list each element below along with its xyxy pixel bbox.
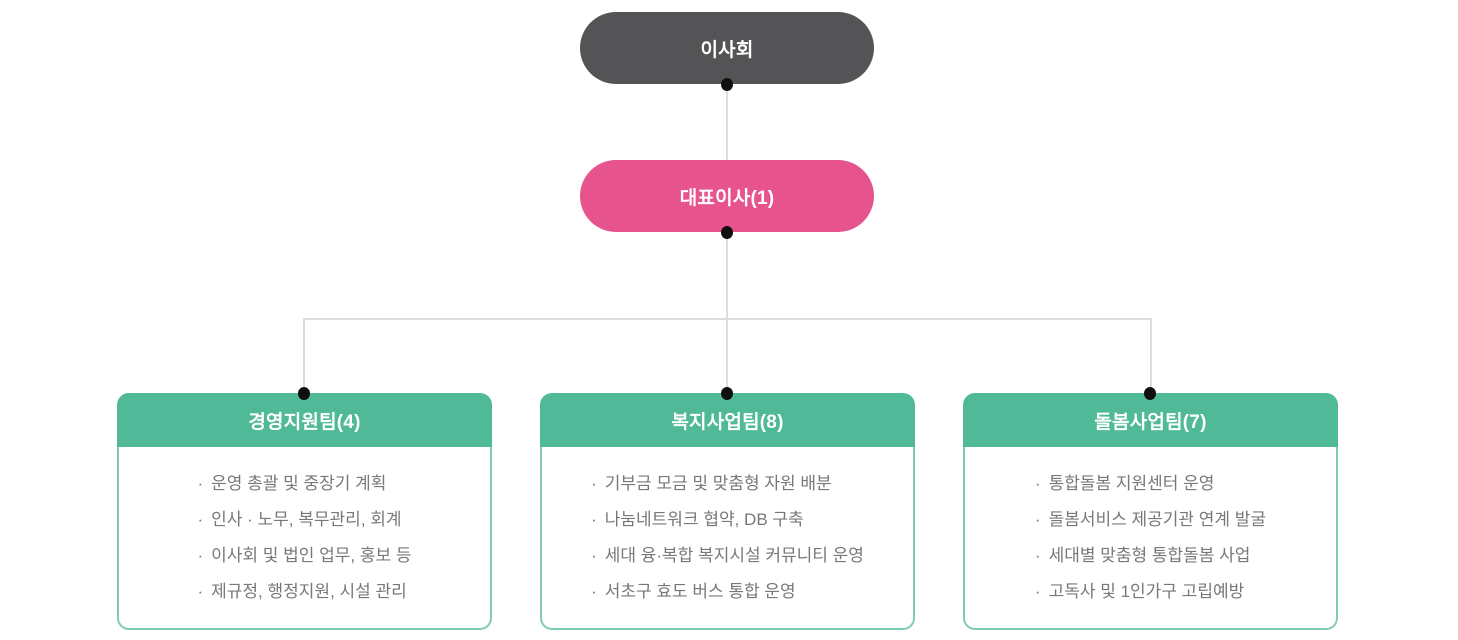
team-duty-item: · 제규정, 행정지원, 시설 관리 xyxy=(197,574,411,610)
team-duty-item: · 세대 융·복합 복지시설 커뮤니티 운영 xyxy=(591,538,864,574)
team-card-body: · 통합돌봄 지원센터 운영 · 돌봄서비스 제공기관 연계 발굴 · 세대별 맞춤형… xyxy=(963,447,1338,630)
team-card-title: 복지사업팀(8) xyxy=(540,393,915,447)
team-card-title: 돌봄사업팀(7) xyxy=(963,393,1338,447)
team-duty-text: 기부금 모금 및 맞춤형 자원 배분 xyxy=(604,474,832,493)
team-duty-item: · 세대별 맞춤형 통합돌봄 사업 xyxy=(1035,538,1266,574)
node-ceo: 대표이사(1) xyxy=(580,160,874,232)
team-duty-item: · 고독사 및 1인가구 고립예방 xyxy=(1035,574,1266,610)
team-duty-text: 세대 융·복합 복지시설 커뮤니티 운영 xyxy=(604,546,864,565)
node-board-label: 이사회 xyxy=(700,39,754,61)
team-title-label: 돌봄사업팀(7) xyxy=(1094,411,1207,433)
node-board-of-directors: 이사회 xyxy=(580,12,874,84)
bullet-glyph: · xyxy=(197,510,204,529)
connector-drop-right xyxy=(1150,318,1152,394)
team-card-body: · 운영 총괄 및 중장기 계획 · 인사 · 노무, 복무관리, 회계 · 이사회 … xyxy=(117,447,492,630)
connector-center-vertical xyxy=(726,84,728,394)
bullet-glyph: · xyxy=(591,510,597,529)
team-duty-list: · 기부금 모금 및 맞춤형 자원 배분 · 나눔네트워크 협약, DB 구축 · 세… xyxy=(591,466,864,610)
connector-dot-team-welfare xyxy=(721,387,733,400)
team-duty-text: 서초구 효도 버스 통합 운영 xyxy=(604,582,796,601)
team-card-title: 경영지원팀(4) xyxy=(117,393,492,447)
node-ceo-label: 대표이사(1) xyxy=(679,187,775,209)
team-duty-text: 세대별 맞춤형 통합돌봄 사업 xyxy=(1048,546,1251,565)
connector-dot-ceo xyxy=(721,226,733,239)
team-duty-list: · 운영 총괄 및 중장기 계획 · 인사 · 노무, 복무관리, 회계 · 이사회 … xyxy=(197,466,411,610)
team-duty-item: · 인사 · 노무, 복무관리, 회계 xyxy=(197,502,411,538)
bullet-glyph: · xyxy=(1034,546,1041,565)
bullet-glyph: · xyxy=(1034,474,1041,493)
team-duty-item: · 이사회 및 법인 업무, 홍보 등 xyxy=(197,538,411,574)
bullet-glyph: · xyxy=(591,582,597,601)
connector-dot-team-management xyxy=(298,387,310,400)
bullet-glyph: · xyxy=(197,474,204,493)
team-title-label: 경영지원팀(4) xyxy=(248,411,361,433)
bullet-glyph: · xyxy=(591,546,597,565)
team-duty-text: 인사 · 노무, 복무관리, 회계 xyxy=(211,510,402,529)
connector-dot-team-care xyxy=(1144,387,1156,400)
team-duty-text: 통합돌봄 지원센터 운영 xyxy=(1048,474,1215,493)
team-duty-text: 운영 총괄 및 중장기 계획 xyxy=(211,474,387,493)
team-duty-item: · 돌봄서비스 제공기관 연계 발굴 xyxy=(1035,502,1266,538)
team-duty-item: · 나눔네트워크 협약, DB 구축 xyxy=(591,502,864,538)
team-card-welfare-business: 복지사업팀(8) · 기부금 모금 및 맞춤형 자원 배분 · 나눔네트워크 협약,… xyxy=(540,393,915,630)
team-title-label: 복지사업팀(8) xyxy=(671,411,784,433)
team-duty-item: · 운영 총괄 및 중장기 계획 xyxy=(197,466,411,502)
bullet-glyph: · xyxy=(1034,510,1041,529)
connector-dot-board xyxy=(721,78,733,91)
team-card-management-support: 경영지원팀(4) · 운영 총괄 및 중장기 계획 · 인사 · 노무, 복무관리,… xyxy=(117,393,492,630)
team-duty-text: 제규정, 행정지원, 시설 관리 xyxy=(211,582,407,601)
team-card-care-business: 돌봄사업팀(7) · 통합돌봄 지원센터 운영 · 돌봄서비스 제공기관 연계 발굴… xyxy=(963,393,1338,630)
bullet-glyph: · xyxy=(1034,582,1041,601)
team-duty-text: 이사회 및 법인 업무, 홍보 등 xyxy=(211,546,412,565)
team-duty-text: 나눔네트워크 협약, DB 구축 xyxy=(604,510,804,529)
bullet-glyph: · xyxy=(197,546,204,565)
team-duty-list: · 통합돌봄 지원센터 운영 · 돌봄서비스 제공기관 연계 발굴 · 세대별 맞춤형… xyxy=(1035,466,1266,610)
team-duty-item: · 기부금 모금 및 맞춤형 자원 배분 xyxy=(591,466,864,502)
team-duty-item: · 통합돌봄 지원센터 운영 xyxy=(1035,466,1266,502)
team-duty-item: · 서초구 효도 버스 통합 운영 xyxy=(591,574,864,610)
bullet-glyph: · xyxy=(197,582,204,601)
bullet-glyph: · xyxy=(591,474,597,493)
team-duty-text: 돌봄서비스 제공기관 연계 발굴 xyxy=(1048,510,1267,529)
team-card-body: · 기부금 모금 및 맞춤형 자원 배분 · 나눔네트워크 협약, DB 구축 · 세… xyxy=(540,447,915,630)
connector-branch-horizontal xyxy=(304,318,1152,320)
connector-drop-left xyxy=(303,318,305,394)
team-duty-text: 고독사 및 1인가구 고립예방 xyxy=(1048,582,1245,601)
